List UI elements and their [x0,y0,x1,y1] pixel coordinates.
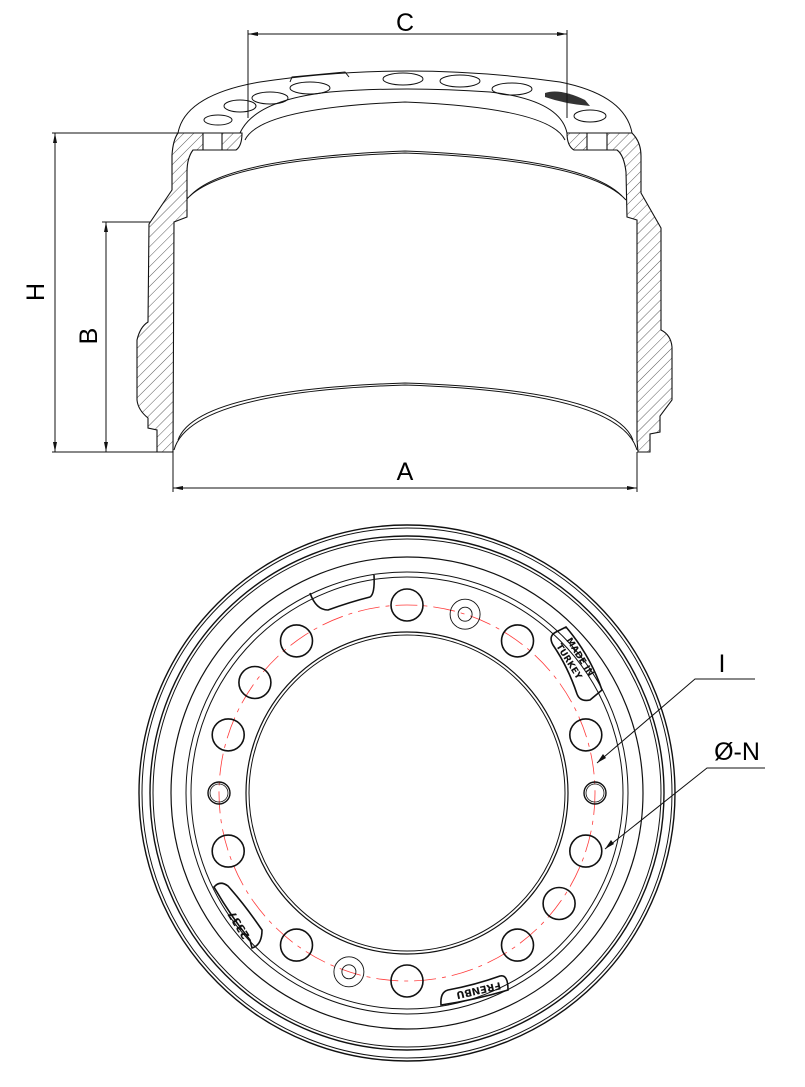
small-hole [583,781,607,805]
flange-inner-edge-2 [244,101,566,141]
bolt-hole [279,624,314,658]
left-wall-section [136,132,204,453]
right-wall-section [606,132,673,453]
stud-hole-inner [341,964,357,980]
callout-bolt-circle: I [596,650,755,764]
flange-inner-edge [239,88,568,134]
callout-hole-diameter: Ø-N [604,738,765,850]
dimension-b: B [75,221,150,452]
dimension-c-label: C [396,9,414,37]
flange-bolt-hole [203,114,233,126]
drum-inner-upper-arc [185,152,627,201]
stud-hole [449,598,481,630]
bolt-holes [207,588,607,998]
drum-inner-lower-arc-2 [177,382,634,441]
flange-notch [289,71,350,83]
dimension-b-label: B [75,328,103,345]
flange-bolt-hole [573,109,607,123]
drum-ring [170,556,644,1030]
bolt-hole [500,624,535,658]
stamp-brand: FRENBU [440,974,509,1006]
drum-ring [248,634,566,952]
dimension-a: A [172,452,638,492]
flange-bolt-holes [203,72,607,126]
small-hole [207,781,231,805]
bolt-hole [568,834,603,868]
stamp-made-in-turkey: MADE IN TURKEY [550,626,603,702]
bolt-hole [211,834,246,868]
small-hole-inner [209,783,229,803]
flange-bolt-hole [382,72,424,86]
flange-bolt-hole [251,91,289,105]
front-view: MADE IN TURKEY 2337 FRENBU I Ø-N [138,524,765,1062]
drum-ring [185,571,629,1015]
dimension-h-label: H [22,283,50,301]
stud-hole-inner [457,606,473,622]
flange-hole-section-lines [203,132,607,151]
bolt-hole [568,718,603,752]
dimension-a-label: A [397,458,414,486]
bolt-hole [390,964,424,998]
bolt-hole [211,718,246,752]
dimension-c: C [247,9,568,118]
right-flange-section [566,132,588,151]
flange-bolt-hole [439,74,481,88]
drum-inner-lower-arc [173,384,638,451]
bolt-hole [390,588,424,622]
drum-ring [152,538,662,1048]
drum-ring [190,576,624,1010]
flange-bolt-hole [491,82,533,96]
flange-outer-edge [177,70,633,134]
bolt-hole [279,928,314,962]
flange-bolt-hole [223,99,257,113]
bolt-hole [542,886,576,921]
drum-ring [141,527,673,1059]
bolt-circle-centerline [218,604,596,982]
flange-notch [309,574,375,611]
drum-ring [149,535,665,1051]
drum-ring [245,631,569,955]
drum-rings [138,524,676,1062]
small-hole-inner [585,783,605,803]
bolt-hole [500,928,535,962]
side-view: C H B A [22,9,673,492]
callout-i-label: I [719,650,726,678]
left-flange-section [221,132,243,151]
flange-bolt-hole [289,81,331,95]
drum-inner-upper-arc-2 [189,150,623,197]
stud-hole [333,956,365,988]
callout-n-label: Ø-N [714,738,760,766]
bolt-hole [238,665,272,700]
